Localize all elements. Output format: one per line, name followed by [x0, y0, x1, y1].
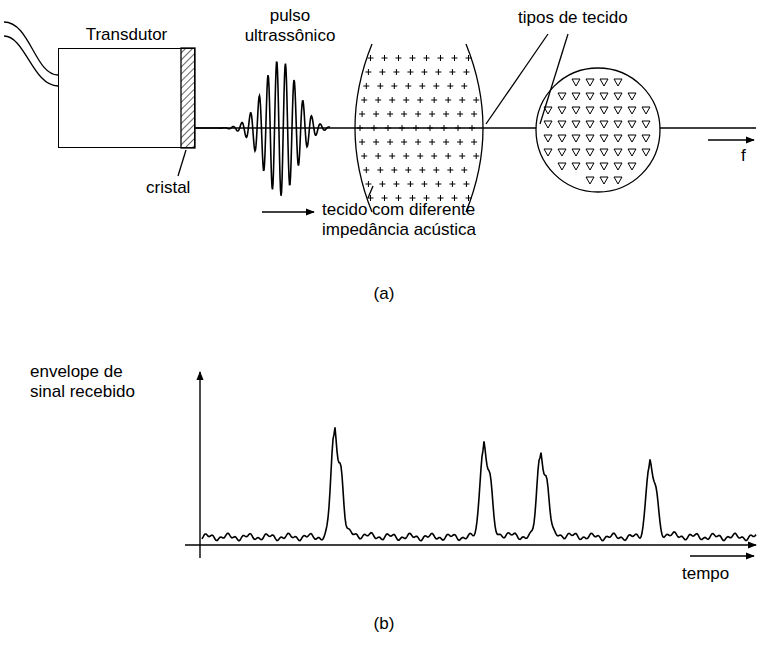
axis-label: tempo [682, 564, 729, 584]
cable [4, 22, 58, 75]
direction-arrow [708, 139, 754, 140]
y-axis [199, 372, 200, 558]
tissue-leader [486, 34, 548, 124]
tissue-leader [540, 34, 568, 124]
tissue-texture [357, 55, 479, 201]
time-arrow [690, 555, 754, 556]
tissue-boundary [355, 44, 372, 212]
axis-label: envelope de sinal recebido [30, 362, 162, 401]
part-label: tipos de tecido [518, 8, 628, 28]
tissue-oval [536, 68, 660, 192]
transducer-box: Transdutor [58, 48, 195, 148]
figure-label: (a) [374, 284, 395, 304]
cable [4, 36, 58, 86]
figure-label: (b) [374, 614, 395, 634]
pointer-arrow [262, 211, 314, 212]
x-axis [185, 544, 756, 545]
crystal-leader [178, 150, 186, 176]
crystal [181, 48, 195, 148]
signal-envelope [202, 427, 756, 540]
part-label: pulso ultrassônico [234, 6, 346, 45]
axis-label: f [741, 146, 746, 166]
ultrasonic-pulse [196, 62, 330, 195]
tissue-boundary [466, 44, 483, 212]
node-heading: Transdutor [39, 25, 214, 45]
part-label: tecido com diferente impedância acústica [322, 200, 494, 239]
tissue-texture [544, 79, 650, 184]
part-label: cristal [146, 178, 190, 198]
